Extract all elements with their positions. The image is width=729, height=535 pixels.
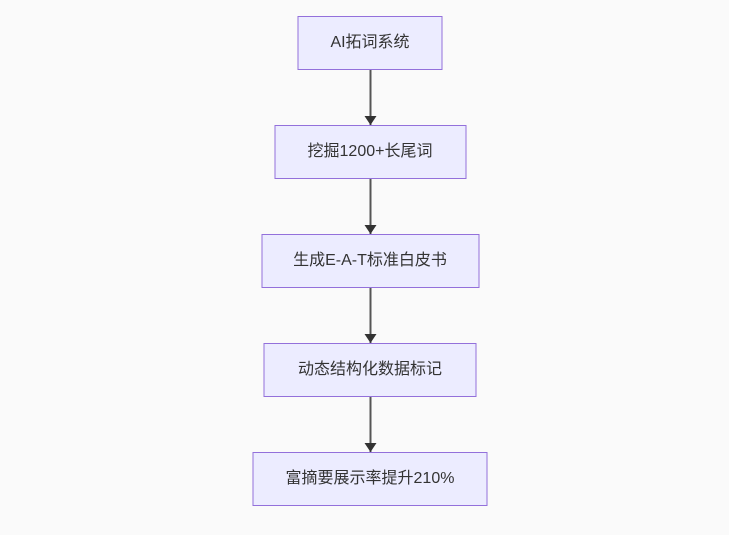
arrowhead-down-icon xyxy=(364,116,376,125)
flow-node-eat-whitepaper: 生成E-A-T标准白皮书 xyxy=(261,234,479,288)
flow-node-ai-keyword-system: AI拓词系统 xyxy=(297,16,443,70)
flow-node-rich-snippet-result: 富摘要展示率提升210% xyxy=(252,452,488,506)
arrowhead-down-icon xyxy=(364,225,376,234)
flow-node-longtail-mining: 挖掘1200+长尾词 xyxy=(274,125,466,179)
flow-arrow-3 xyxy=(364,288,376,343)
arrowhead-down-icon xyxy=(364,334,376,343)
flow-arrow-2 xyxy=(364,179,376,234)
flow-arrow-4 xyxy=(364,397,376,452)
arrowhead-down-icon xyxy=(364,443,376,452)
flow-node-structured-data-markup: 动态结构化数据标记 xyxy=(263,343,477,397)
flow-arrow-1 xyxy=(364,70,376,125)
flowchart: AI拓词系统 挖掘1200+长尾词 生成E-A-T标准白皮书 动态结构化数据标记… xyxy=(252,16,488,506)
